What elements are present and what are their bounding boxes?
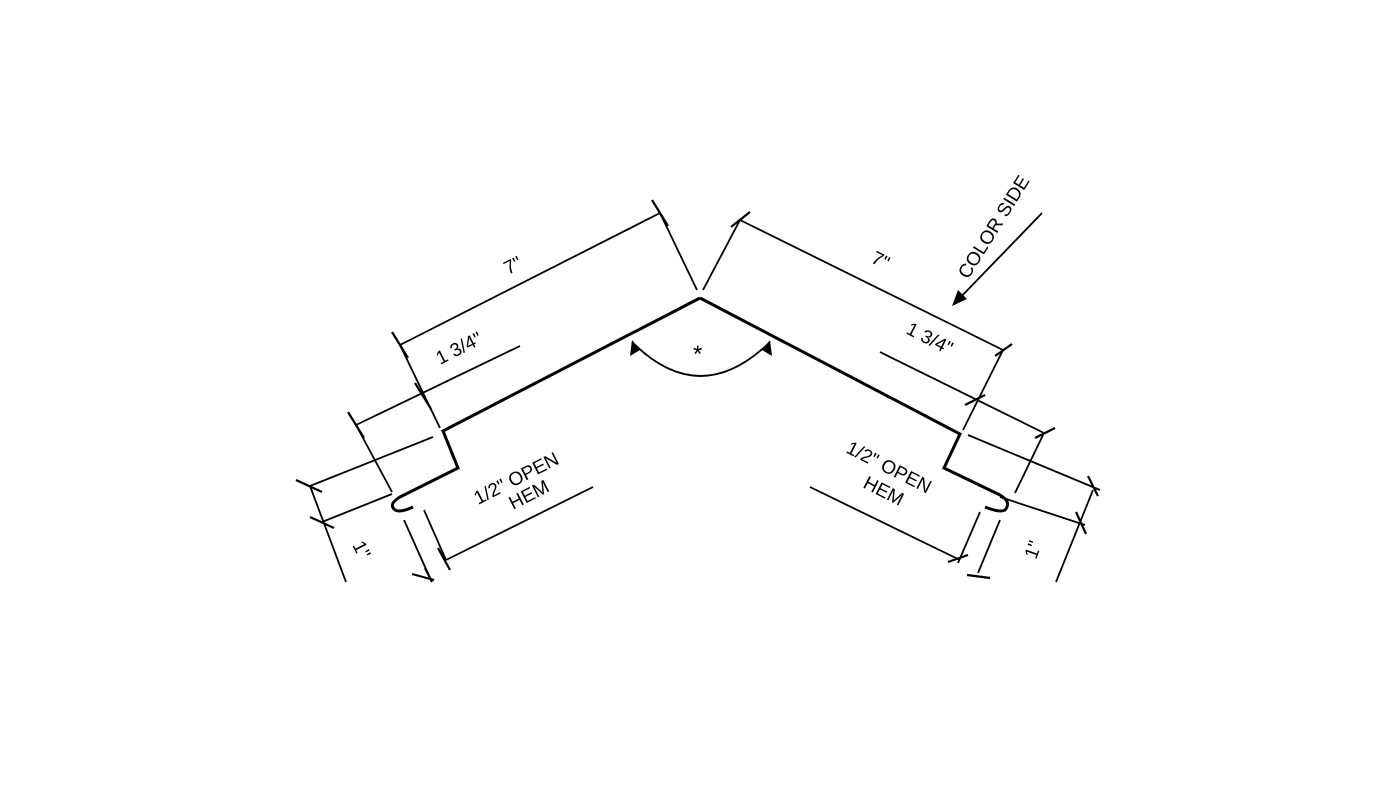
right-overall-length: 7" xyxy=(868,248,893,275)
angle-arrow-right xyxy=(762,340,772,356)
color-side-arrow xyxy=(955,212,1043,303)
right-dimensions xyxy=(702,211,1101,583)
left-step-length: 1 3/4" xyxy=(433,328,486,369)
color-side-arrowhead xyxy=(952,290,967,306)
flashing-profile-left xyxy=(390,296,701,513)
flashing-profile-right xyxy=(699,296,1010,513)
left-dimensions xyxy=(295,199,698,583)
right-step-length: 1 3/4" xyxy=(903,319,956,360)
angle-arc xyxy=(631,341,771,377)
color-side-label: COLOR SIDE xyxy=(954,172,1034,283)
angle-arrow-left xyxy=(630,340,640,356)
angle-label: * xyxy=(693,341,702,368)
left-drop: 1" xyxy=(348,538,375,563)
right-drop: 1" xyxy=(1021,538,1047,561)
left-overall-length: 7" xyxy=(501,253,526,280)
